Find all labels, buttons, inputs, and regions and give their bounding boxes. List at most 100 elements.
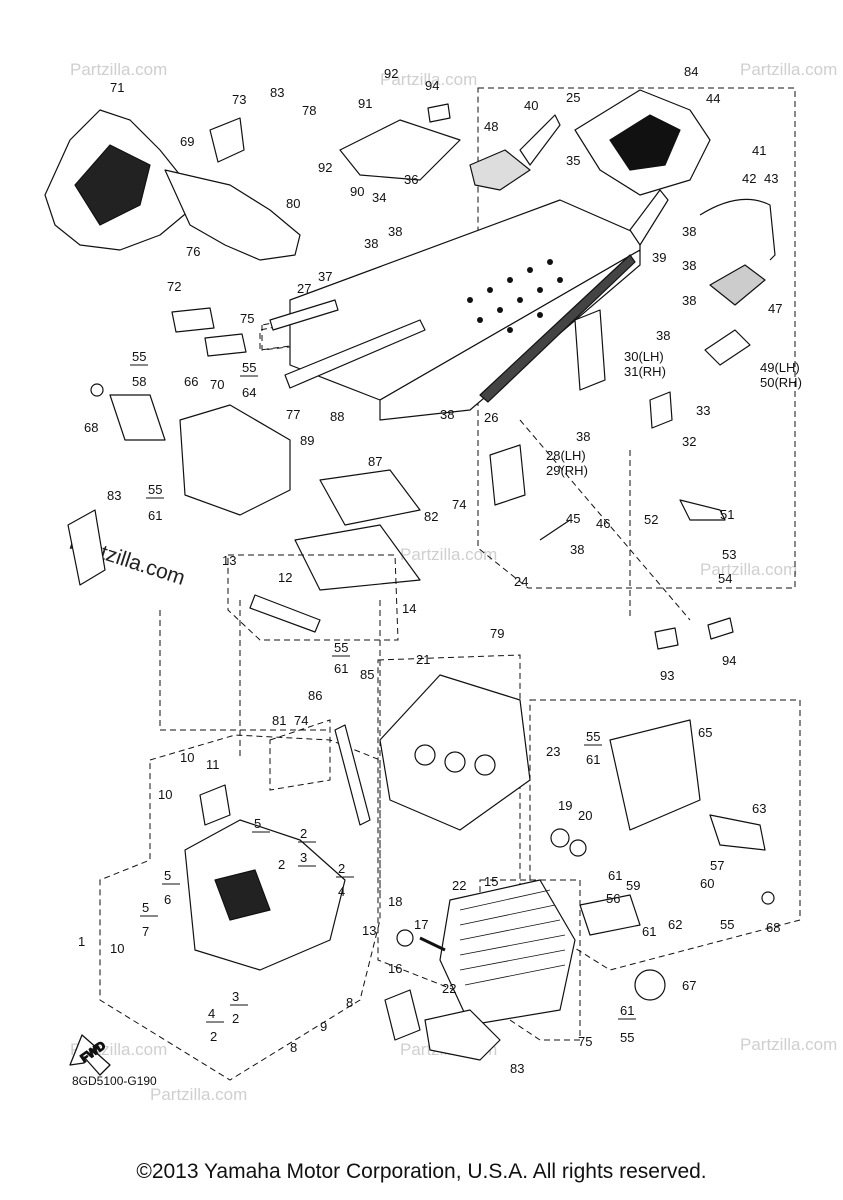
callout-64: 64 xyxy=(242,385,256,400)
parts: FWD xyxy=(44,89,776,1076)
callout-38c: 38 xyxy=(682,224,696,239)
bumper-68a xyxy=(90,383,104,397)
callout-38f: 38 xyxy=(656,328,670,343)
callout-38g: 38 xyxy=(440,407,454,422)
callout-62: 62 xyxy=(668,917,682,932)
callout-70: 70 xyxy=(210,377,224,392)
callout-91: 91 xyxy=(358,96,372,111)
sprocket-67 xyxy=(634,969,666,1001)
plate-48 xyxy=(469,149,531,191)
callout-72: 72 xyxy=(167,279,181,294)
bracket-39 xyxy=(629,189,669,246)
label-94b xyxy=(707,617,734,640)
callout-68a: 68 xyxy=(84,420,98,435)
cover-91 xyxy=(339,119,461,181)
callout-2c: 2 xyxy=(338,861,345,876)
gasket-14 xyxy=(294,524,421,591)
callout-61b: 61 xyxy=(334,661,348,676)
callout-57: 57 xyxy=(710,858,724,873)
callout-16: 16 xyxy=(388,961,402,976)
radiator-15 xyxy=(439,879,576,1026)
side-panel xyxy=(164,169,301,261)
callout-86: 86 xyxy=(308,688,322,703)
callout-34: 34 xyxy=(372,190,386,205)
hitch-51 xyxy=(679,499,726,521)
callout-61d: 61 xyxy=(608,868,622,883)
callout-27: 27 xyxy=(297,281,311,296)
callout-87: 87 xyxy=(368,454,382,469)
rail-26 xyxy=(479,254,636,403)
callout-83a: 83 xyxy=(270,85,284,100)
plate-47 xyxy=(709,264,766,306)
plate-70 xyxy=(204,333,247,357)
watermark-text: Partzilla.com xyxy=(740,1035,837,1054)
callout-71: 71 xyxy=(110,80,124,95)
bracket-12 xyxy=(249,594,321,633)
callout-82: 82 xyxy=(424,509,438,524)
watermark-text: Partzilla.com xyxy=(70,60,167,79)
handle-41 xyxy=(699,198,776,261)
callout-15: 15 xyxy=(484,874,498,889)
callout-55f: 55 xyxy=(720,917,734,932)
callout-74a: 74 xyxy=(452,497,466,512)
fwd-arrow: FWD xyxy=(69,1034,111,1076)
callout-69: 69 xyxy=(180,134,194,149)
callout-35: 35 xyxy=(566,153,580,168)
bracket-33 xyxy=(649,391,673,429)
watermark-text: Partzilla.com xyxy=(380,70,477,89)
side-group-outline xyxy=(529,699,801,971)
bracket-66 xyxy=(179,404,291,516)
rail-77 xyxy=(284,319,426,389)
callout-93: 93 xyxy=(660,668,674,683)
callout-76: 76 xyxy=(186,244,200,259)
plate-57 xyxy=(709,814,766,851)
bracket-73 xyxy=(209,117,245,163)
strut-86 xyxy=(334,724,371,826)
callout-88: 88 xyxy=(330,409,344,424)
callout-53: 53 xyxy=(722,547,736,562)
callout-42: 42 xyxy=(742,171,756,186)
callout-80: 80 xyxy=(286,196,300,211)
upper-frame-outline xyxy=(261,269,611,351)
callout-92b: 92 xyxy=(318,160,332,175)
callout-10b: 10 xyxy=(158,787,172,802)
tunnel-holes xyxy=(467,259,563,333)
center-frame-holes xyxy=(414,744,496,776)
callout-17: 17 xyxy=(414,917,428,932)
callout-94a: 94 xyxy=(425,78,439,93)
callout-47: 47 xyxy=(768,301,782,316)
callout-55g: 55 xyxy=(620,1030,634,1045)
callout-5a: 5 xyxy=(254,816,261,831)
callout-55e: 55 xyxy=(586,729,600,744)
callout-23: 23 xyxy=(546,744,560,759)
ring-20 xyxy=(569,839,587,857)
callout-2b: 2 xyxy=(278,857,285,872)
bracket-65 xyxy=(609,719,701,831)
callout-38h: 38 xyxy=(576,429,590,444)
callout-65: 65 xyxy=(698,725,712,740)
callout-90: 90 xyxy=(350,184,364,199)
callout-3a: 3 xyxy=(300,850,307,865)
callout-58: 58 xyxy=(132,374,146,389)
callout-13b: 13 xyxy=(362,923,376,938)
callout-10c: 10 xyxy=(110,941,124,956)
callout-7: 7 xyxy=(142,924,149,939)
callout-1: 1 xyxy=(78,934,85,949)
callout-51: 51 xyxy=(720,507,734,522)
callout-52: 52 xyxy=(644,512,658,527)
callout-85: 85 xyxy=(360,667,374,682)
callout-26: 26 xyxy=(484,410,498,425)
callout-37: 37 xyxy=(318,269,332,284)
callout-46: 46 xyxy=(596,516,610,531)
callout-3b: 3 xyxy=(232,989,239,1004)
callout-45: 45 xyxy=(566,511,580,526)
callout-4a: 4 xyxy=(338,884,345,899)
front-frame-outline xyxy=(99,734,381,1081)
callout-84: 84 xyxy=(684,64,698,79)
callout-2829: 28(LH)29(RH) xyxy=(546,448,588,478)
callout-81: 81 xyxy=(272,713,286,728)
callout-60: 60 xyxy=(700,876,714,891)
plate-30-31 xyxy=(574,309,606,391)
leader-line xyxy=(519,419,691,621)
